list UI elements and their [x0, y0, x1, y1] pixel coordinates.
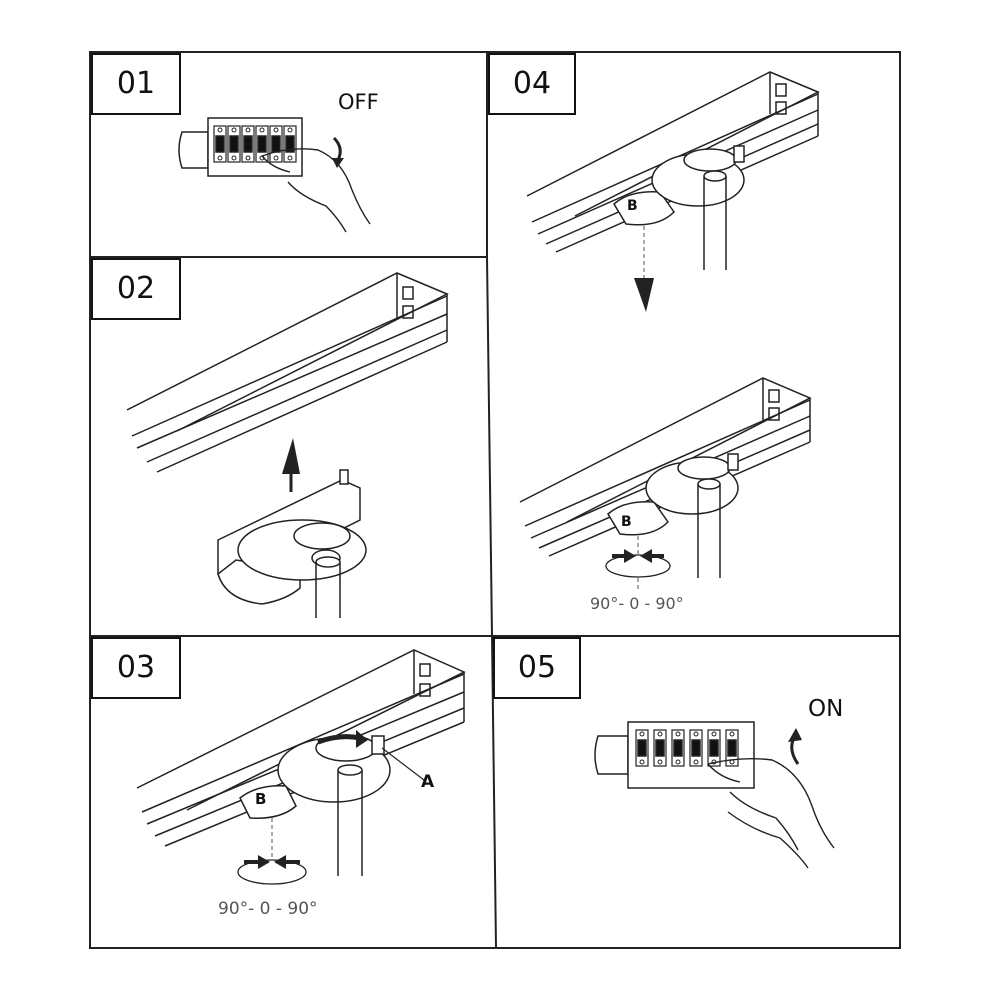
step-number-02: 02 [91, 258, 181, 320]
track-adapter [613, 145, 745, 226]
arrow-head-icon [274, 855, 286, 869]
pendant-tube [697, 478, 721, 578]
point-b-label-bottom: B [621, 514, 632, 530]
point-b-label-top: B [627, 198, 638, 214]
breaker-panel-off [178, 117, 303, 177]
breaker-panel-on [594, 721, 755, 789]
arrow-head-icon [356, 730, 368, 748]
arrow-head-icon [258, 855, 270, 869]
point-b-label: B [255, 790, 267, 808]
pendant-tube [337, 764, 363, 876]
arrow-head-icon [624, 549, 636, 563]
rotation-angle-label: 90°- 0 - 90° [590, 594, 684, 613]
rotation-disc [605, 554, 671, 578]
leader-line-a [381, 747, 425, 781]
rotate-down-arrow-icon [332, 136, 342, 161]
pendant-tube [703, 170, 727, 270]
step-number-01: 01 [91, 53, 181, 115]
point-a-label: A [421, 772, 435, 792]
panel-grid [89, 51, 901, 949]
rotation-angle-label: 90°- 0 - 90° [218, 899, 318, 919]
on-label: ON [808, 696, 844, 722]
rotation-disc [237, 859, 307, 885]
step-number-05: 05 [493, 637, 581, 699]
rotate-up-arrow-icon [790, 737, 800, 765]
arrow-head-icon [640, 549, 652, 563]
pendant-tube [315, 556, 341, 618]
arrow-head-icon [788, 728, 802, 742]
arrow-head-icon [332, 158, 344, 168]
up-arrow-head-icon [282, 438, 300, 474]
step-number-03: 03 [91, 637, 181, 699]
hand-illustration [707, 757, 835, 869]
down-arrow-icon [634, 278, 654, 312]
track-rail [126, 272, 449, 473]
step-number-04: 04 [488, 53, 576, 115]
off-label: OFF [338, 90, 379, 114]
